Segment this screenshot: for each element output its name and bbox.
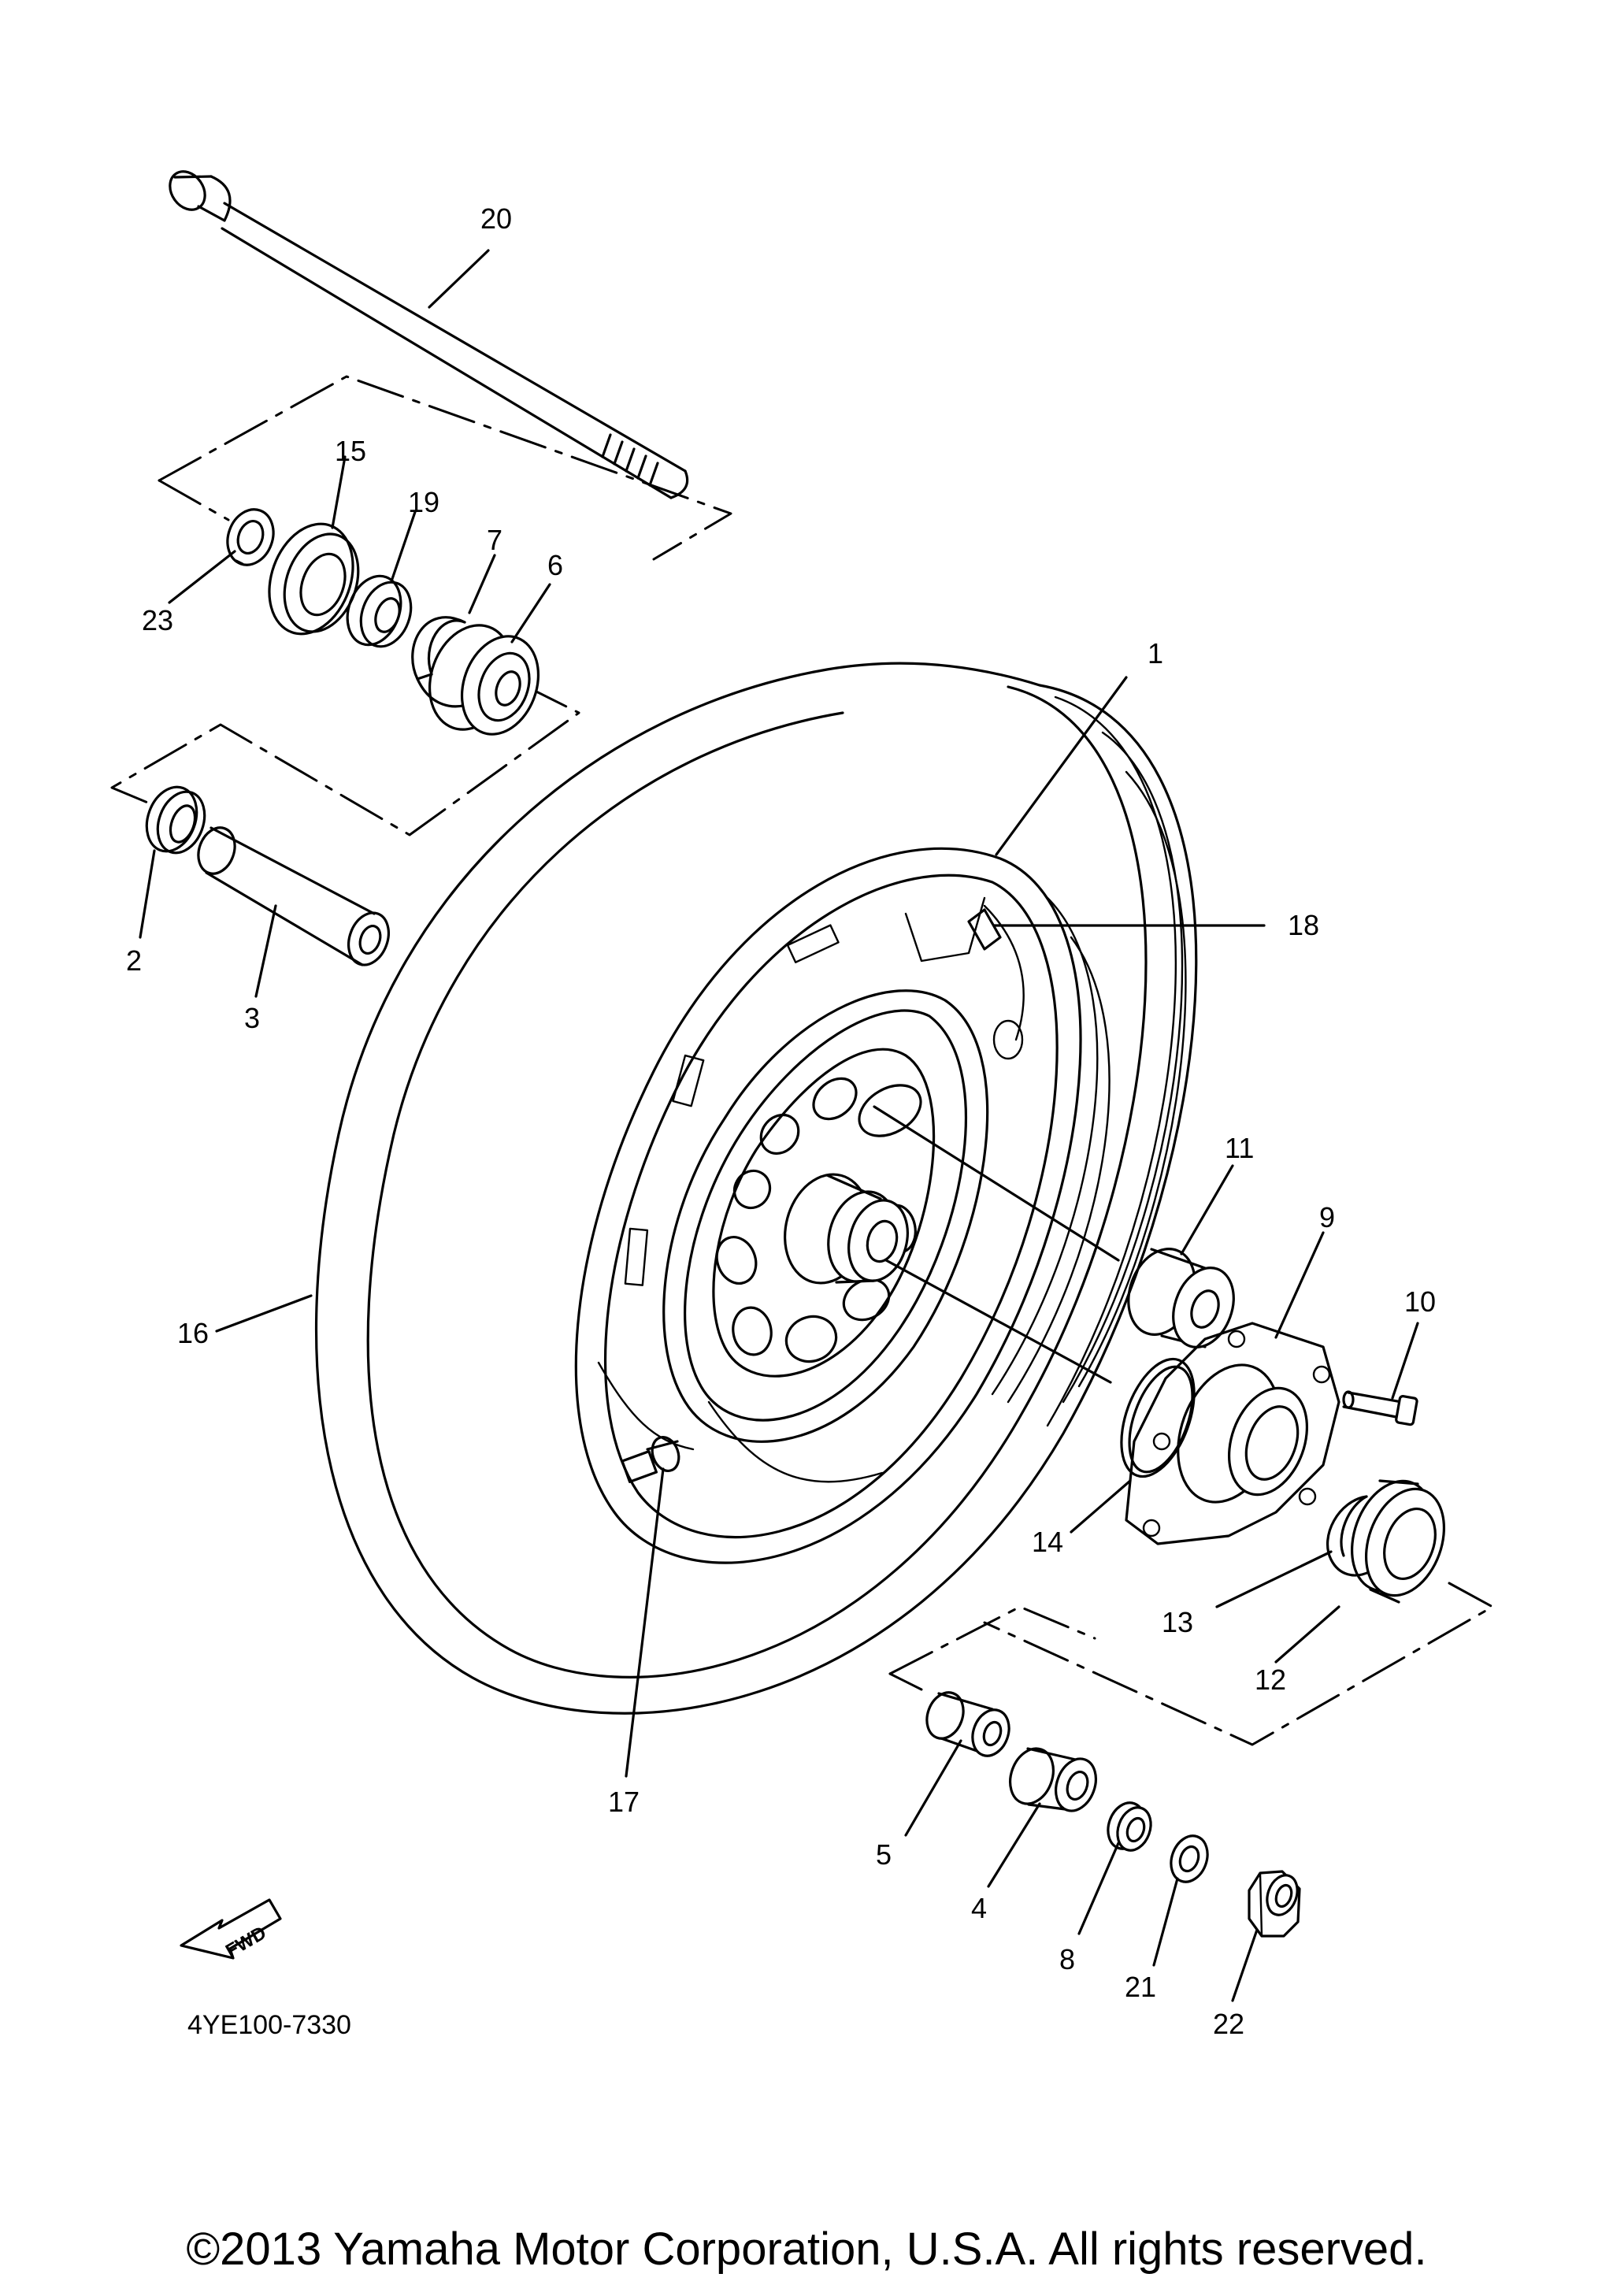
callout-8: 8: [1059, 1943, 1075, 1975]
callout-3: 3: [244, 1002, 260, 1034]
leader-lines: [139, 249, 1419, 2002]
callout-1: 1: [1148, 637, 1163, 670]
callout-2: 2: [126, 944, 142, 977]
fwd-arrow-icon: FWD: [180, 1898, 282, 1962]
callout-9: 9: [1319, 1201, 1335, 1233]
spacer-part-3: [197, 826, 390, 966]
callout-11: 11: [1225, 1132, 1254, 1164]
callout-20: 20: [480, 202, 512, 235]
callout-21: 21: [1125, 1971, 1156, 2003]
o-ring-part-14: [1120, 1357, 1196, 1478]
callout-13: 13: [1162, 1606, 1193, 1638]
callout-23: 23: [142, 604, 173, 636]
callout-6: 6: [547, 549, 563, 581]
collar-part-11: [1127, 1248, 1235, 1348]
bolt-part-10: [1342, 1390, 1418, 1426]
flange-part-9: [1125, 1322, 1340, 1545]
collar-part-19: [346, 574, 413, 648]
spacer-part-4: [1009, 1747, 1097, 1812]
wheel-tire-part-16: [314, 662, 1198, 1715]
axle-part-20: [169, 170, 689, 499]
circlip-part-7: [411, 616, 478, 708]
callout-4: 4: [971, 1892, 987, 1924]
parts-group-outline-upper: [158, 375, 732, 561]
copyright-notice: ©2013 Yamaha Motor Corporation, U.S.A. A…: [186, 2224, 1427, 2275]
valve-part-17: [621, 1436, 680, 1483]
bearing-part-6: [428, 624, 540, 736]
callout-10: 10: [1404, 1285, 1436, 1318]
callout-12: 12: [1255, 1664, 1286, 1696]
collar-part-2: [145, 785, 206, 855]
collar-part-5: [925, 1691, 1010, 1757]
callout-14: 14: [1032, 1526, 1063, 1558]
washer-part-21: [1170, 1834, 1209, 1883]
parts-group-outline-lower: [888, 1605, 1096, 1675]
clip-part-18: [967, 908, 1002, 951]
callout-19: 19: [408, 486, 439, 518]
diagram-code: 4YE100-7330: [187, 2010, 351, 2040]
callout-16: 16: [177, 1317, 209, 1349]
circlip-part-13: [1326, 1495, 1372, 1577]
callout-15: 15: [335, 435, 366, 467]
callout-18: 18: [1288, 909, 1319, 941]
collar-part-8: [1107, 1801, 1152, 1852]
callout-labels: 20 15 19 7 6 23 2 3 1 18 11 9 10 14 13 1…: [126, 202, 1436, 2040]
callout-7: 7: [487, 524, 502, 556]
callout-17: 17: [608, 1786, 640, 1818]
callout-22: 22: [1213, 2008, 1244, 2040]
nut-part-22: [1248, 1870, 1301, 1938]
callout-5: 5: [876, 1838, 892, 1871]
washer-part-23: [226, 508, 275, 566]
oil-seal-part-12: [1351, 1479, 1446, 1604]
